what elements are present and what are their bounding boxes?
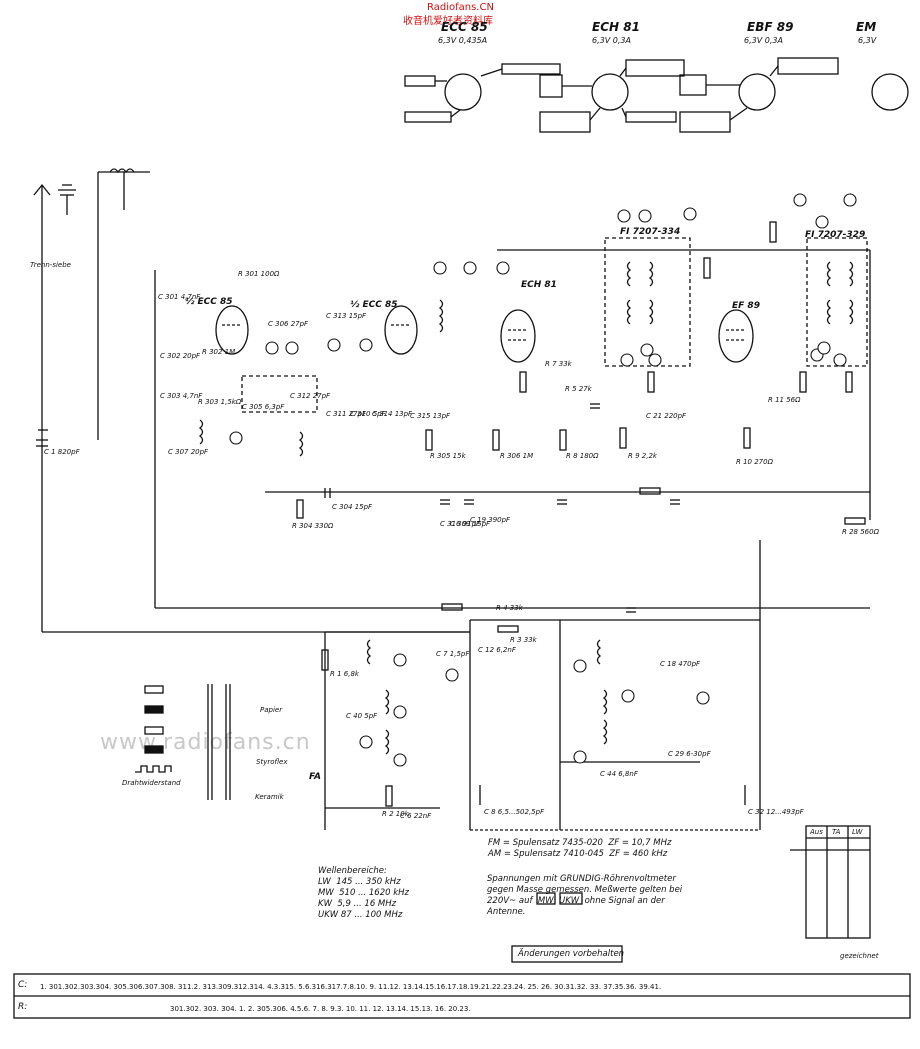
label-fi2: FI 7207-329 (805, 230, 866, 240)
watermark-site-cn: 收音机爱好者资料库 (403, 16, 493, 27)
tube-ech81-name: ECH 81 (592, 20, 640, 34)
socket-ebf89 (679, 57, 839, 133)
legend-keramik: Keramik (255, 793, 284, 801)
switch-col-lw: LW (852, 828, 863, 836)
legend-drahtwiderstand: Drahtwiderstand (122, 779, 181, 787)
tube-ecc85-spec: 6,3V 0,435A (438, 36, 488, 45)
socket-ecc85 (404, 63, 561, 123)
coils (198, 261, 854, 755)
label-ef89: EF 89 (732, 301, 760, 311)
note-spannungen: Spannungen mit GRUNDIG-Röhrenvoltmeter g… (487, 874, 683, 917)
note-coils: FM = Spulensatz 7435-020 ZF = 10,7 MHz A… (488, 838, 672, 859)
label-fa: FA (309, 772, 321, 782)
bottom-r-values: 301.302. 303. 304. 1. 2. 305.306. 4.5.6.… (170, 1005, 471, 1013)
label-ecc85-a: ½ ECC 85 (185, 297, 233, 307)
bottom-r-label: R: (18, 1002, 28, 1012)
switch-note: gezeichnet (840, 952, 879, 960)
tube-ebf89-spec: 6,3V 0,3A (744, 36, 783, 45)
note-wellenbereiche: Wellenbereiche: LW 145 ... 350 kHz MW 51… (318, 866, 409, 920)
socket-em (871, 73, 909, 111)
tube-em-name: EM (856, 20, 877, 34)
watermark-site: Radiofans.CN (427, 2, 494, 13)
legend-styroflex: Styroflex (256, 758, 288, 766)
components (38, 221, 866, 807)
bottom-c-values: 1. 301.302.303.304. 305.306.307.308. 311… (40, 983, 662, 991)
tube-em-spec: 6,3V (858, 36, 877, 45)
tube-ecc85-name: ECC 85 (441, 20, 488, 34)
tube-ech81-spec: 6,3V 0,3A (592, 36, 631, 45)
switch-col-ta: TA (832, 828, 841, 836)
switch-col-aus: Aus (810, 828, 823, 836)
switch-matrix (790, 825, 871, 939)
socket-ech81 (539, 59, 685, 133)
label-fi1: FI 7207-334 (620, 227, 681, 237)
label-trennsiebe: Trenn-siebe (30, 261, 71, 269)
tube-ebf89-name: EBF 89 (747, 20, 794, 34)
antenna-section (33, 168, 470, 633)
note-aenderungen: Änderungen vorbehalten (518, 949, 625, 959)
legend-papier: Papier (260, 706, 283, 714)
label-ech81: ECH 81 (521, 280, 557, 290)
bottom-c-label: C: (18, 980, 28, 990)
label-ecc85-b: ½ ECC 85 (350, 300, 398, 310)
watermark-url: www.radiofans.cn (100, 730, 311, 755)
